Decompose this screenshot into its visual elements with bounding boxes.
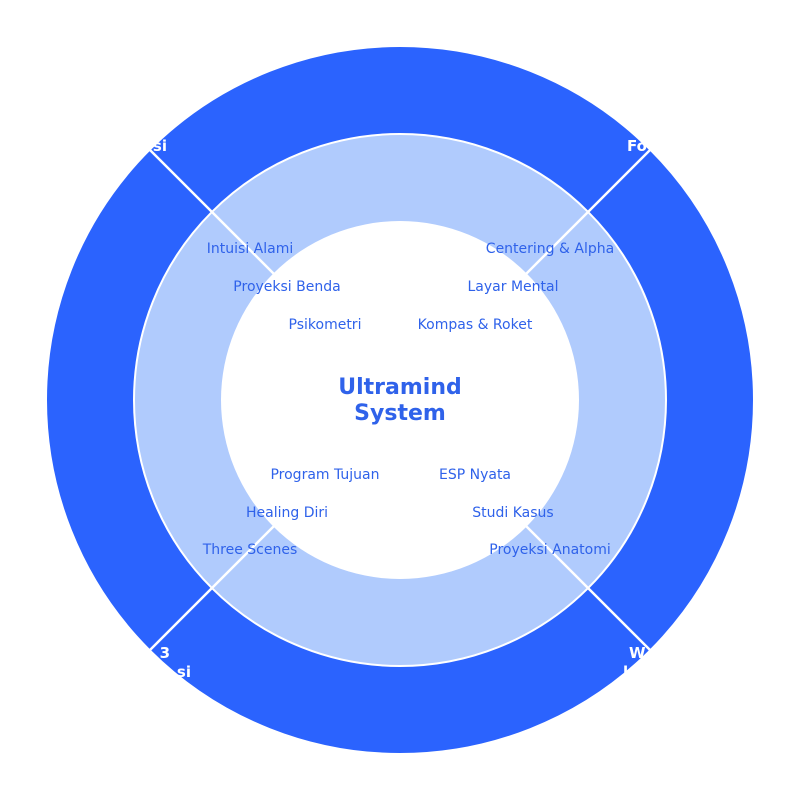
- divider-top-right-outer: [587, 149, 651, 213]
- item-intuisi-alami: Intuisi Alami: [207, 241, 293, 257]
- item-esp-nyata: ESP Nyata: [439, 467, 511, 483]
- divider-bottom-right-inner: [525, 525, 589, 589]
- item-studi-kasus: Studi Kasus: [472, 505, 553, 521]
- outer-label-bottom-right-line2: l: [623, 663, 628, 681]
- center-title-line1: Ultramind: [338, 375, 462, 400]
- outer-label-top-right: Fo: [627, 137, 647, 155]
- item-proyeksi-benda: Proyeksi Benda: [233, 279, 340, 295]
- divider-top-right-inner: [525, 211, 589, 275]
- divider-top-left-outer: [149, 149, 213, 213]
- center-disc: [221, 221, 579, 579]
- item-kompas-roket: Kompas & Roket: [418, 317, 533, 333]
- outer-label-bottom-left-line1: 3: [160, 644, 170, 662]
- outer-label-top-left: si: [153, 137, 167, 155]
- item-proyeksi-anatomi: Proyeksi Anatomi: [489, 542, 610, 558]
- center-title-line2: System: [354, 401, 446, 426]
- item-centering-alpha: Centering & Alpha: [486, 241, 614, 257]
- quadrant-dividers: [149, 149, 651, 651]
- outer-label-bottom-right-line1: W: [629, 644, 646, 662]
- item-three-scenes: Three Scenes: [202, 542, 298, 558]
- item-program-tujuan: Program Tujuan: [270, 467, 379, 483]
- divider-bottom-left-inner: [211, 525, 275, 589]
- divider-top-left-inner: [211, 211, 275, 275]
- divider-bottom-right-outer: [587, 587, 651, 651]
- outer-label-bottom-left-line2: si: [177, 663, 191, 681]
- divider-bottom-left-outer: [149, 587, 213, 651]
- item-layar-mental: Layar Mental: [468, 279, 559, 295]
- item-psikometri: Psikometri: [289, 317, 362, 333]
- item-healing-diri: Healing Diri: [246, 505, 328, 521]
